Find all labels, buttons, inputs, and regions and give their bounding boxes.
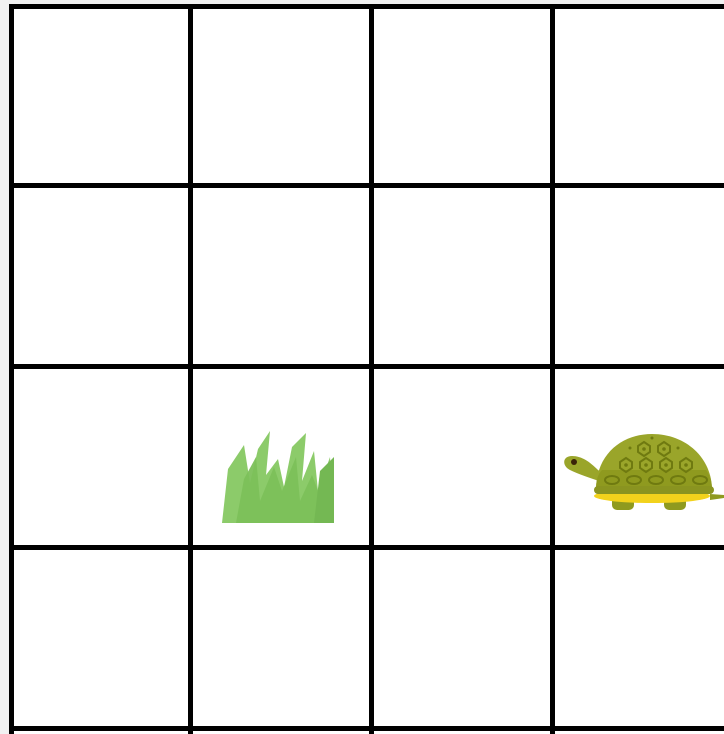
board-cell[interactable] [190,4,371,185]
turtle-icon[interactable] [560,434,724,518]
grid-line-vertical [369,4,374,734]
grid-line-horizontal [9,726,724,731]
board-cell[interactable] [371,366,552,547]
board-cell[interactable] [9,185,190,366]
board-cell[interactable] [190,185,371,366]
grid-line-horizontal [9,4,724,9]
grid-line-vertical [550,4,555,734]
board-cell[interactable] [371,547,552,728]
grid-line-horizontal [9,545,724,550]
grid-line-horizontal [9,183,724,188]
board-cell[interactable] [9,4,190,185]
game-board [9,4,724,734]
board-cell[interactable] [9,366,190,547]
board-cell[interactable] [9,547,190,728]
board-cell[interactable] [371,185,552,366]
grid-line-horizontal [9,364,724,369]
board-cell[interactable] [552,185,724,366]
grass-icon[interactable] [222,431,338,527]
grid-line-vertical [188,4,193,734]
board-cell[interactable] [190,547,371,728]
board-cell[interactable] [552,4,724,185]
board-cell[interactable] [552,547,724,728]
board-cell[interactable] [371,4,552,185]
grid-line-vertical [9,4,14,734]
